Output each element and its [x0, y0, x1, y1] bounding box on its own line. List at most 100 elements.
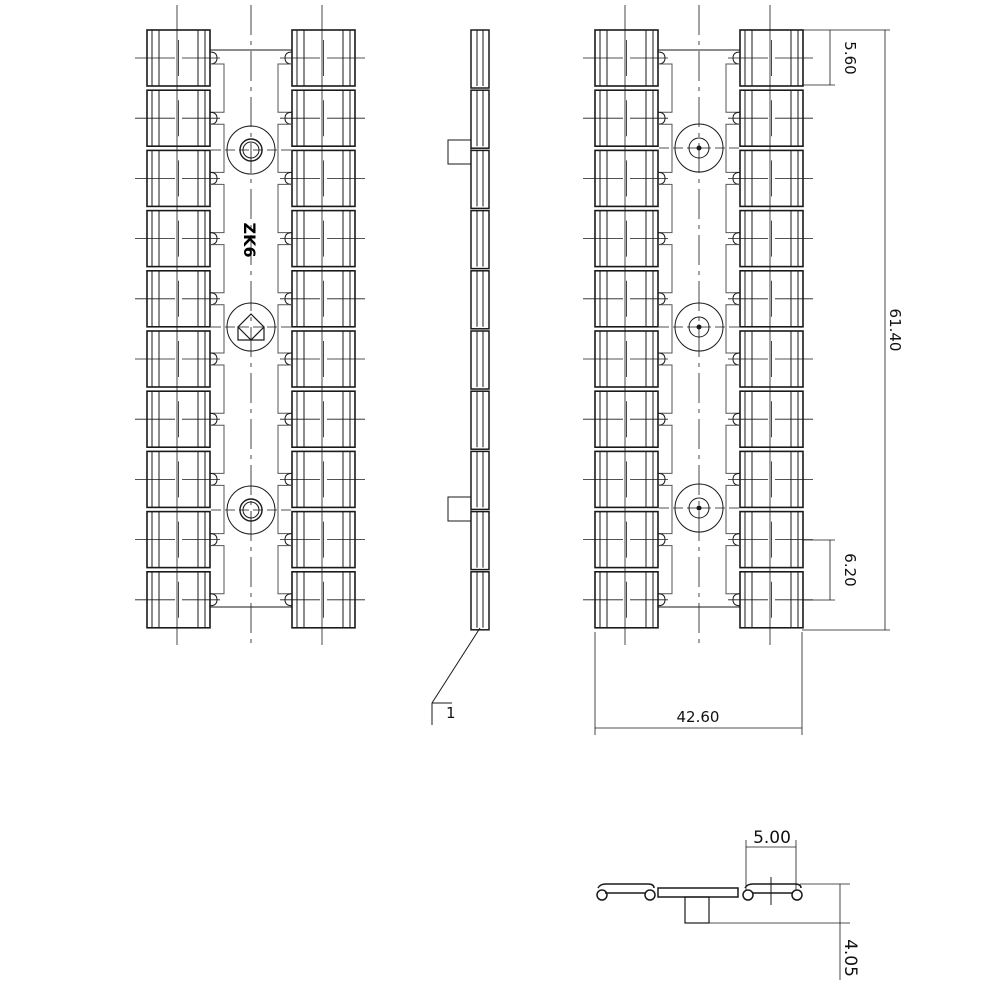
hinge-eye [791, 889, 803, 901]
side-link [470, 149, 490, 210]
plate-contour [277, 183, 292, 234]
plate-contour [210, 484, 225, 535]
hinge-eye [644, 889, 656, 901]
leader-line [431, 627, 481, 725]
side-link [470, 29, 490, 89]
knuckle [209, 51, 218, 65]
plate-contour [658, 424, 673, 474]
plate-contour [658, 304, 673, 354]
plate-contour [725, 123, 740, 173]
plate-contour [210, 183, 225, 234]
knuckle [657, 352, 666, 366]
knuckle [732, 472, 741, 486]
boss [447, 496, 472, 522]
front-view-dimensioned [583, 5, 813, 645]
knuckle [657, 232, 666, 246]
plate-contour [725, 424, 740, 474]
side-link [470, 450, 490, 511]
section-boss [684, 896, 710, 924]
knuckle [209, 593, 218, 607]
section-profile [597, 883, 802, 898]
dimensions [594, 29, 890, 980]
plate-contour [725, 364, 740, 414]
hole-center [696, 145, 702, 151]
knuckle [209, 232, 218, 246]
knuckle [657, 412, 666, 426]
knuckle [209, 533, 218, 547]
diamond-mark [237, 313, 265, 341]
dim-top-pitch: 5.60 [841, 41, 859, 74]
plate-contour [725, 304, 740, 354]
plate-contour [210, 244, 225, 294]
knuckle [284, 111, 293, 125]
knuckle [732, 352, 741, 366]
knuckle [209, 352, 218, 366]
knuckle [657, 533, 666, 547]
side-view [431, 29, 490, 725]
knuckle [657, 292, 666, 306]
knuckle [209, 412, 218, 426]
knuckle [284, 292, 293, 306]
knuckle [657, 593, 666, 607]
knuckle [732, 533, 741, 547]
plate-contour [658, 364, 673, 414]
plate-contour [210, 304, 225, 354]
knuckle [732, 412, 741, 426]
plate-contour [277, 484, 292, 535]
knuckle [209, 292, 218, 306]
knuckle [209, 472, 218, 486]
knuckle [284, 533, 293, 547]
knuckle [732, 51, 741, 65]
plate-contour [658, 484, 673, 535]
knuckle [732, 292, 741, 306]
plate-contour [210, 63, 225, 113]
plate-contour [658, 545, 673, 595]
hinge-eye [742, 889, 754, 901]
plate-contour [210, 424, 225, 474]
plate-contour [658, 63, 673, 113]
dim-section-height: 4.05 [840, 939, 860, 977]
dim-overall-length: 61.40 [886, 309, 904, 352]
knuckle [284, 51, 293, 65]
knuckle [284, 593, 293, 607]
plate-contour [277, 545, 292, 595]
hole-center [696, 505, 702, 511]
plate-contour [210, 364, 225, 414]
boss [447, 139, 472, 165]
side-link [470, 209, 490, 270]
side-link [470, 89, 490, 149]
plate-contour [210, 123, 225, 173]
part-marking: ZK6 [240, 222, 259, 257]
plate-contour [658, 123, 673, 173]
knuckle [209, 171, 218, 185]
hinge-eye [596, 889, 608, 901]
front-view-marked [135, 5, 365, 645]
knuckle [284, 412, 293, 426]
knuckle [732, 232, 741, 246]
knuckle [657, 51, 666, 65]
knuckle [209, 111, 218, 125]
side-link [470, 571, 490, 631]
plate-contour [277, 424, 292, 474]
plate-contour [277, 244, 292, 294]
plate-contour [277, 123, 292, 173]
balloon-label: 1 [446, 704, 456, 722]
knuckle [284, 171, 293, 185]
knuckle [732, 171, 741, 185]
knuckle [284, 352, 293, 366]
plate-contour [725, 183, 740, 234]
plate-contour [725, 545, 740, 595]
plate-contour [277, 364, 292, 414]
plate-contour [725, 244, 740, 294]
knuckle [732, 111, 741, 125]
side-link [470, 330, 490, 390]
plate-contour [725, 484, 740, 535]
knuckle [657, 472, 666, 486]
side-link [470, 390, 490, 450]
side-link [470, 270, 490, 330]
plate-contour [210, 545, 225, 595]
plate-contour [725, 63, 740, 113]
dim-overall-width: 42.60 [677, 708, 720, 726]
dim-bottom-pitch: 6.20 [841, 553, 859, 586]
